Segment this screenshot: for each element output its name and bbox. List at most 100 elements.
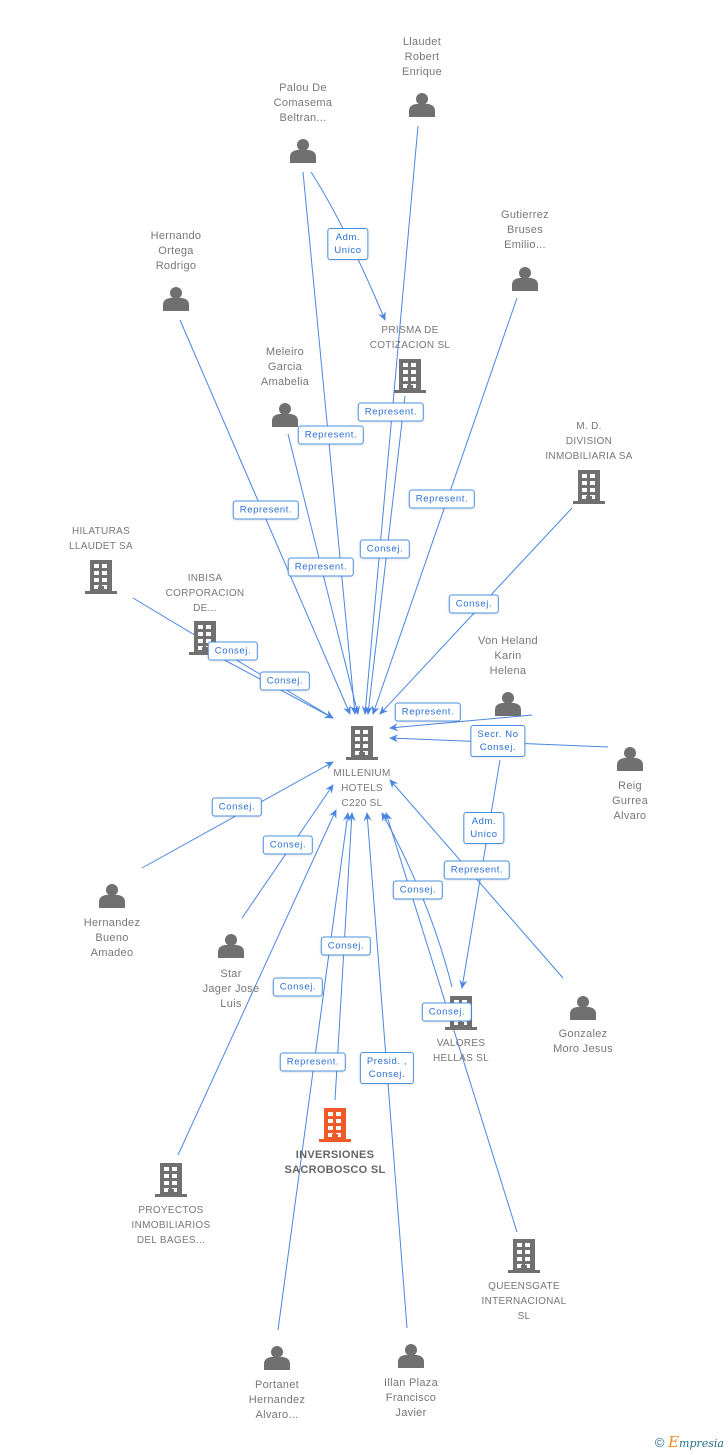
node-label-line: Enrique (401, 66, 442, 78)
node-label-line: Bueno (95, 932, 129, 944)
edge-line (334, 812, 356, 1101)
building-icon[interactable] (508, 1239, 540, 1273)
person-icon[interactable] (570, 996, 596, 1020)
edge-role-label[interactable]: Consej. (359, 539, 411, 559)
edge-line (381, 812, 453, 988)
node-label-line: HOTELS (341, 783, 383, 794)
node-label-line: HILATURAS (71, 526, 131, 537)
edge-line (277, 812, 351, 1331)
building-icon[interactable] (394, 359, 426, 393)
building-icon[interactable] (85, 560, 117, 594)
node-label-line: Bruses (506, 224, 544, 236)
edge-role-text: Consej. (214, 645, 252, 657)
edge-role-label[interactable]: Consej. (259, 671, 311, 691)
edge-role-label[interactable]: Represent. (443, 860, 511, 880)
node-label-millenium[interactable]: MILLENIUM HOTELS C220 SL (287, 766, 437, 811)
person-icon[interactable] (163, 287, 189, 311)
edge-role-label[interactable]: Represent. (357, 402, 425, 422)
node-label-line: Francisco (385, 1392, 437, 1404)
node-label-line: M. D. (576, 421, 602, 432)
node-label-line: Llaudet (402, 36, 442, 48)
person-icon[interactable] (617, 747, 643, 771)
edge-role-text: Presid. , (366, 1056, 408, 1067)
node-label-line: Illan Plaza (383, 1377, 439, 1389)
node-label-line: Moro Jesus (553, 1043, 613, 1055)
person-icon[interactable] (99, 884, 125, 908)
node-label-line: Gutierrez (501, 209, 549, 221)
building-icon[interactable] (319, 1108, 351, 1142)
edge-role-label[interactable]: Adm.Unico (327, 228, 369, 260)
edge-role-label[interactable]: Represent. (279, 1052, 347, 1072)
person-icon[interactable] (398, 1344, 424, 1368)
node-label-line: MILLENIUM (333, 768, 391, 779)
edge-role-label[interactable]: Represent. (297, 425, 365, 445)
edge-role-text: Consej. (218, 801, 256, 813)
edge-role-label[interactable]: Represent. (287, 557, 355, 577)
edge-role-text: Secr. No (477, 729, 519, 740)
node-label-line: Beltran... (279, 112, 327, 124)
edge-role-label[interactable]: Represent. (394, 702, 462, 722)
building-icon[interactable] (346, 726, 378, 760)
node-label-line: C220 SL (341, 798, 383, 809)
node-label-line: Comasema (273, 97, 333, 109)
edge-role-label[interactable]: Represent. (408, 489, 476, 509)
person-icon[interactable] (512, 267, 538, 291)
person-icon[interactable] (272, 403, 298, 427)
node-label-line: VALORES (436, 1038, 486, 1049)
edge-role-label[interactable]: Consej. (320, 936, 372, 956)
node-label-line: Hernando (150, 230, 202, 242)
node-label-line: Portanet (255, 1379, 299, 1391)
edge-role-text: Consej. (428, 1006, 466, 1018)
edge-role-label[interactable]: Consej. (392, 880, 444, 900)
building-icon[interactable] (573, 470, 605, 504)
edge-role-text: Represent. (401, 706, 455, 718)
edge-role-label[interactable]: Adm.Unico (463, 812, 505, 844)
person-icon[interactable] (218, 934, 244, 958)
node-label-line: DIVISION (565, 436, 613, 447)
node-label-line: Amabelia (260, 376, 310, 388)
person-icon[interactable] (264, 1346, 290, 1370)
edge-role-label[interactable]: Consej. (207, 641, 259, 661)
edge-role-text: Consej. (455, 598, 493, 610)
node-label-line: Alvaro... (255, 1409, 299, 1421)
node-label-line: DEL BAGES... (136, 1235, 206, 1246)
node-label-line: Garcia (267, 361, 303, 373)
building-icon[interactable] (155, 1163, 187, 1197)
person-icon[interactable] (409, 93, 435, 117)
node-label-md[interactable]: M. D. DIVISION INMOBILIARIA SA (514, 419, 664, 464)
edge-role-text: Represent. (304, 429, 358, 441)
node-label-line: INMOBILIARIA SA (545, 451, 633, 462)
edge-role-label[interactable]: Represent. (232, 500, 300, 520)
edge-role-label[interactable]: Consej. (448, 594, 500, 614)
node-label-line: SL (517, 1311, 531, 1322)
node-label-line: Helena (489, 665, 527, 677)
edge-role-label[interactable]: Presid. ,Consej. (359, 1052, 415, 1084)
edge-role-label[interactable]: Consej. (262, 835, 314, 855)
edge-role-label[interactable]: Consej. (272, 977, 324, 997)
person-icon[interactable] (495, 692, 521, 716)
person-icon[interactable] (290, 139, 316, 163)
edge-role-label[interactable]: Consej. (421, 1002, 473, 1022)
node-label-line: CORPORACION (165, 588, 245, 599)
edge-role-label[interactable]: Consej. (211, 797, 263, 817)
